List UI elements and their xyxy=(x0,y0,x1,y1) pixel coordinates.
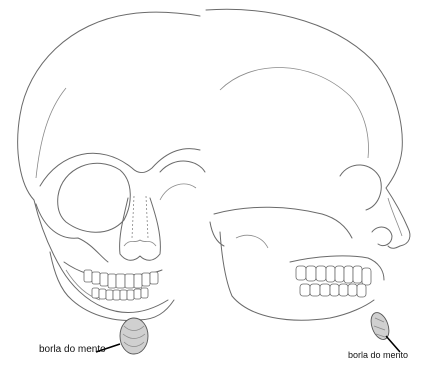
frontal-mentalis-muscle xyxy=(120,318,148,354)
frontal-skull xyxy=(18,12,205,354)
lateral-zygomatic-arch xyxy=(214,207,352,238)
frontal-zygomatic xyxy=(36,204,108,262)
lateral-lower-teeth xyxy=(300,284,366,297)
lateral-temporal-line xyxy=(220,67,368,158)
frontal-upper-teeth xyxy=(84,270,158,288)
lateral-nasal-cartilage xyxy=(388,198,402,236)
frontal-nasal-dash-right xyxy=(146,196,148,238)
frontal-cranium-outline xyxy=(18,12,200,312)
frontal-temporal-line-left xyxy=(36,88,66,178)
lateral-mandible-notch xyxy=(236,235,268,248)
lateral-cranium-outline xyxy=(206,9,402,188)
frontal-nasal-conchae xyxy=(124,240,156,246)
lateral-orbit xyxy=(340,165,381,210)
frontal-right-orbit xyxy=(160,161,205,172)
lateral-skull xyxy=(206,9,410,352)
lateral-mentalis-muscle xyxy=(368,310,393,342)
frontal-nasal-dash-left xyxy=(132,196,134,238)
lateral-external-ear xyxy=(210,222,224,246)
frontal-nasal-aperture xyxy=(120,198,161,260)
lateral-brow-nose xyxy=(386,188,410,248)
frontal-right-orbit-inner xyxy=(160,184,196,200)
lateral-mentalis-label: borla do mento xyxy=(348,350,408,360)
lateral-nostril xyxy=(372,227,392,246)
frontal-mentalis-label: borla do mento xyxy=(39,344,106,355)
frontal-left-orbit xyxy=(58,163,131,232)
lateral-upper-teeth xyxy=(296,266,371,285)
frontal-lower-teeth xyxy=(92,288,148,300)
